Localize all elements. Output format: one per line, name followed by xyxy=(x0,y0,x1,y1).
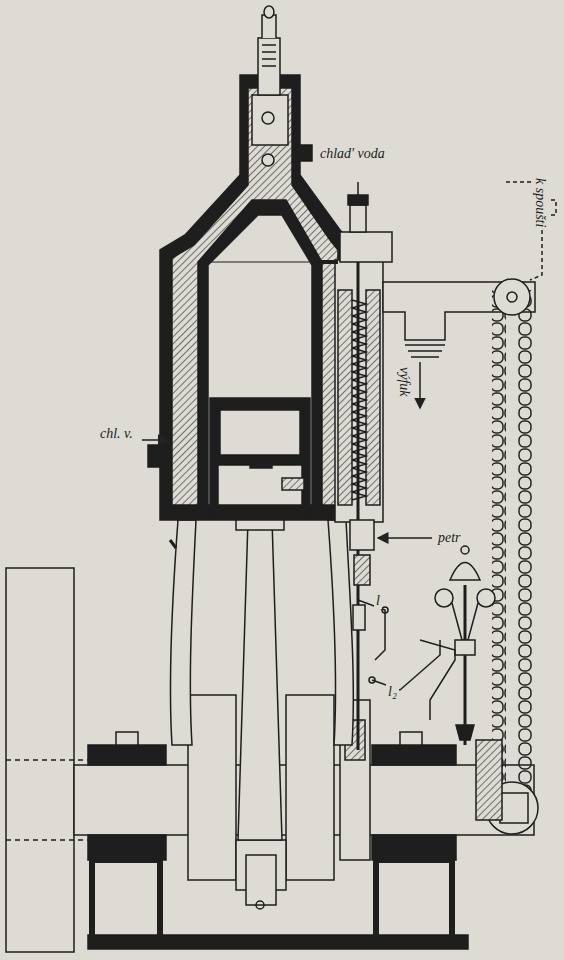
starter-label: k spoušti xyxy=(532,176,548,229)
engine-drawing xyxy=(6,6,556,952)
water-label: chl. v. xyxy=(98,426,135,442)
lever-label: l xyxy=(374,593,382,609)
lever-label: l₂ xyxy=(386,684,399,700)
exhaust-label: výfuk xyxy=(396,365,412,399)
water-label: chlad' voda xyxy=(318,146,387,162)
fuel-label: petr xyxy=(436,530,463,546)
